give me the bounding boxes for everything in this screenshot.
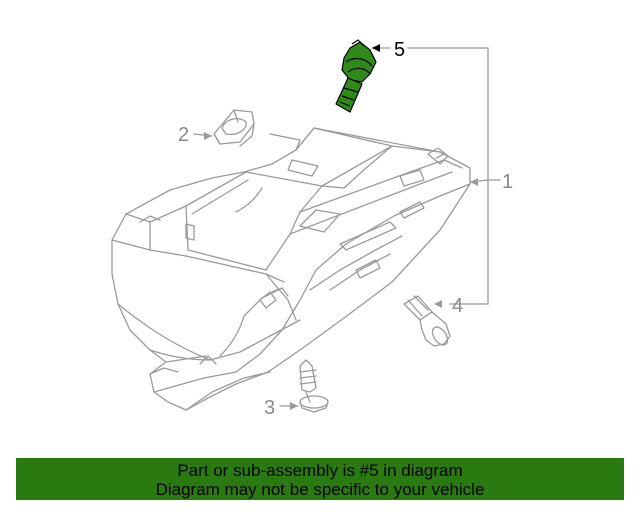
highlighted-part-5: [335, 39, 377, 113]
clip-part: [213, 109, 255, 147]
leader-arrowheads: [204, 132, 478, 410]
callout-2: 2: [178, 124, 189, 146]
info-banner: Part or sub-assembly is #5 in diagram Di…: [16, 458, 624, 500]
banner-line-2: Diagram may not be specific to your vehi…: [155, 480, 485, 499]
glove-box-assembly: [111, 127, 471, 411]
callout-1: 1: [502, 171, 513, 193]
highlight-arrowhead: [372, 44, 380, 52]
callout-3: 3: [264, 397, 275, 419]
callout-5: 5: [394, 39, 405, 61]
banner-line-1: Part or sub-assembly is #5 in diagram: [177, 461, 463, 480]
callout-4: 4: [452, 295, 463, 317]
bumper-part: [403, 295, 451, 347]
screw-part: [299, 359, 329, 413]
